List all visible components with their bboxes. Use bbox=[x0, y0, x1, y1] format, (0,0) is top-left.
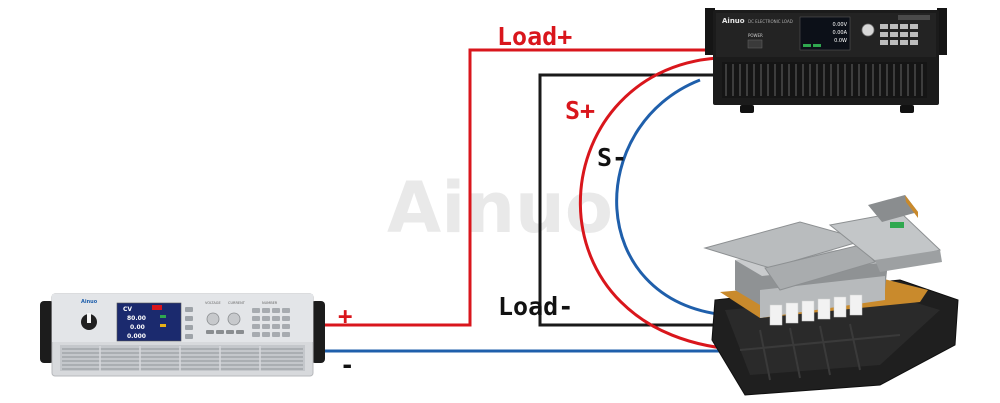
source-soft-keys[interactable] bbox=[185, 307, 193, 339]
battery-pack bbox=[703, 195, 959, 396]
source-reading-current: 0.00 bbox=[130, 324, 145, 331]
source-voltage-knob[interactable] bbox=[206, 312, 220, 326]
load-knob[interactable] bbox=[861, 23, 875, 37]
load-model-caption: DC ELECTRONIC LOAD bbox=[748, 19, 793, 24]
source-mode: CV bbox=[123, 306, 132, 313]
dc-power-supply-device: Ainuo CV 80.00 0.00 0.000 VOLTAGE CURREN… bbox=[40, 293, 325, 377]
sense-minus-label: S- bbox=[597, 143, 627, 172]
source-display bbox=[116, 302, 182, 342]
source-section-number: NUMBER bbox=[262, 301, 278, 305]
sense-plus-wire bbox=[578, 56, 746, 352]
source-section-voltage: VOLTAGE bbox=[205, 301, 221, 305]
source-brand: Ainuo bbox=[81, 299, 98, 305]
load-plus-wire bbox=[325, 48, 716, 327]
load-brand: Ainuo bbox=[722, 17, 745, 25]
load-power-label: POWER bbox=[748, 33, 763, 38]
load-keypad[interactable] bbox=[880, 24, 918, 45]
load-plus-label: Load+ bbox=[497, 22, 572, 51]
source-section-current: CURRENT bbox=[228, 301, 246, 305]
load-reading-power: 0.0W bbox=[834, 38, 847, 44]
load-minus-label: Load- bbox=[498, 292, 573, 321]
supply-minus-label: - bbox=[340, 351, 354, 379]
load-minus-wire bbox=[538, 73, 740, 327]
load-power-switch[interactable] bbox=[747, 39, 763, 49]
sense-plus-label: S+ bbox=[565, 96, 595, 125]
load-reading-current: 0.00A bbox=[832, 30, 847, 36]
source-current-knob[interactable] bbox=[227, 312, 241, 326]
watermark: Ainuo bbox=[387, 167, 613, 249]
source-reading-voltage: 80.00 bbox=[127, 315, 146, 322]
supply-plus-label: + bbox=[338, 302, 352, 330]
source-reading-power: 0.000 bbox=[127, 333, 146, 340]
load-reading-voltage: 0.00V bbox=[832, 22, 847, 28]
source-keypad[interactable] bbox=[252, 308, 290, 337]
electronic-load-device: Ainuo DC ELECTRONIC LOAD POWER 0.00V 0.0… bbox=[705, 8, 947, 113]
sense-minus-wire bbox=[615, 78, 726, 317]
